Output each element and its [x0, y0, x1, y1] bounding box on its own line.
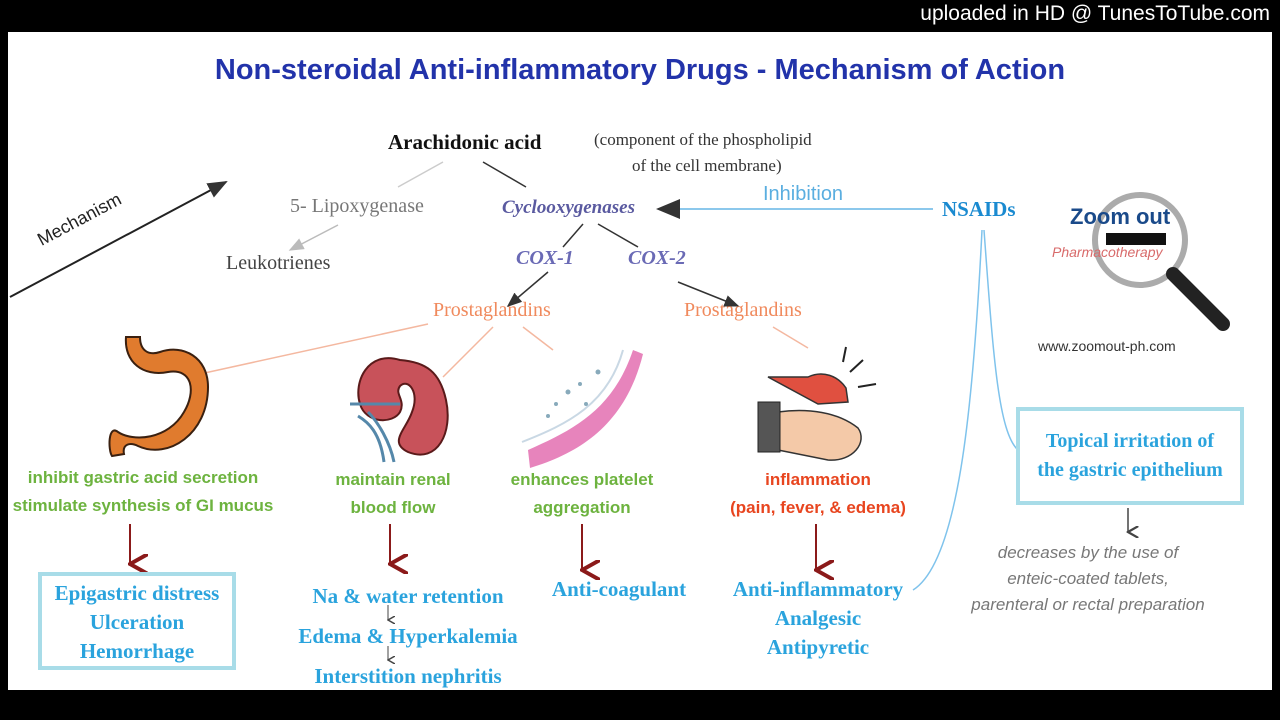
- platelet-effect: enhances platelet aggregation: [500, 466, 664, 522]
- renal-outcome-1: Na & water retention: [312, 584, 504, 608]
- topical-irritation-line-1: Topical irritation of: [1045, 430, 1215, 452]
- arach-to-lox-line: [397, 161, 444, 188]
- renal-outcomes: Na & water retention Edema & Hyperkalemi…: [278, 576, 538, 690]
- magnifier-icon: [1092, 192, 1230, 331]
- platelet-effect-line-1: enhances platelet: [510, 470, 654, 489]
- cox2-to-pg-arrow: [677, 281, 740, 307]
- inflammation-outcome-1: Anti-inflammatory: [732, 577, 904, 601]
- inflammation-outcomes: Anti-inflammatory Analgesic Antipyretic: [720, 575, 916, 662]
- mechanism-arrow: [9, 181, 228, 298]
- logo-url: www.zoomout-ph.com: [1038, 338, 1176, 354]
- arachidonic-note-1: (component of the phospholipid: [594, 130, 812, 149]
- pg-to-platelet-line: [522, 326, 554, 351]
- stomach-icon: [108, 336, 210, 458]
- lipoxygenase-label: 5- Lipoxygenase: [290, 195, 424, 217]
- prostaglandins-left-label: Prostaglandins: [433, 299, 551, 321]
- nsaids-to-inflam-curve: [912, 229, 983, 591]
- connector-lines: [9, 161, 1230, 690]
- pg-to-inflam-line: [772, 326, 809, 349]
- arachidonic-acid-label: Arachidonic acid: [388, 130, 542, 154]
- injured-hand-icon: [757, 346, 877, 461]
- renal-outcome-2: Edema & Hyperkalemia: [298, 624, 518, 648]
- cox-to-cox1-line: [562, 223, 584, 248]
- diagram-panel: Non-steroidal Anti-inflammatory Drugs - …: [8, 32, 1272, 690]
- prostaglandins-right-label: Prostaglandins: [684, 299, 802, 321]
- platelet-effect-line-2: aggregation: [533, 498, 631, 517]
- inflammation-outcome-3: Antipyretic: [766, 635, 870, 659]
- platelet-outcome: Anti-coagulant: [551, 577, 687, 601]
- cox2-label: COX-2: [628, 247, 686, 269]
- gastric-effect-line-1: inhibit gastric acid secretion: [27, 468, 259, 487]
- decreases-line-2: enteic-coated tablets,: [1007, 569, 1169, 588]
- gastric-outcome-2: Ulceration: [89, 610, 185, 634]
- lox-to-leuk-arrow: [288, 224, 339, 251]
- topical-irritation-box: Topical irritation of the gastric epithe…: [1016, 407, 1244, 505]
- renal-effect-line-2: blood flow: [350, 498, 436, 517]
- arach-to-cox-line: [482, 161, 527, 188]
- decreases-note: decreases by the use of enteic-coated ta…: [938, 540, 1238, 618]
- renal-effect-line-1: maintain renal: [335, 470, 451, 489]
- inflammation-effect-line-2: (pain, fever, & edema): [730, 498, 906, 517]
- nsaids-to-topical-curve: [983, 229, 1019, 451]
- topical-irritation-line-2: the gastric epithelium: [1037, 459, 1223, 481]
- nsaids-label: NSAIDs: [942, 197, 1016, 221]
- decreases-line-3: parenteral or rectal preparation: [971, 595, 1205, 614]
- pg-to-kidney-line: [442, 326, 494, 378]
- decreases-line-1: decreases by the use of: [997, 543, 1179, 562]
- inflammation-effect-line-1: inflammation: [765, 470, 871, 489]
- pg-to-stomach-line: [199, 323, 429, 375]
- renal-outcome-3: Interstition nephritis: [314, 664, 502, 688]
- renal-effect: maintain renal blood flow: [318, 466, 468, 522]
- logo-subtitle: Pharmacotherapy: [1052, 244, 1163, 260]
- inhibition-label: Inhibition: [763, 183, 844, 205]
- arachidonic-note-2: of the cell membrane): [632, 156, 782, 175]
- gastric-outcome-box: Epigastric distress Ulceration Hemorrhag…: [38, 572, 236, 670]
- inflammation-effect: inflammation (pain, fever, & edema): [718, 466, 918, 522]
- blood-vessel-icon: [521, 349, 643, 468]
- cox1-to-pg-arrow: [506, 271, 549, 307]
- gastric-effect: inhibit gastric acid secretion stimulate…: [8, 464, 278, 520]
- logo-text: Zoom out: [1070, 204, 1171, 229]
- inflammation-outcome-2: Analgesic: [774, 606, 862, 630]
- cox1-label: COX-1: [516, 247, 574, 269]
- page-title: Non-steroidal Anti-inflammatory Drugs - …: [214, 54, 1066, 86]
- gastric-effect-line-2: stimulate synthesis of GI mucus: [12, 496, 274, 515]
- watermark-text: uploaded in HD @ TunesToTube.com: [920, 2, 1270, 25]
- gastric-outcome-1: Epigastric distress: [54, 581, 220, 605]
- cox-to-cox2-line: [597, 223, 639, 248]
- cyclooxygenases-label: Cyclooxygenases: [502, 197, 635, 218]
- leukotrienes-label: Leukotrienes: [226, 252, 331, 274]
- kidney-icon: [350, 357, 449, 463]
- gastric-outcome-3: Hemorrhage: [79, 639, 195, 663]
